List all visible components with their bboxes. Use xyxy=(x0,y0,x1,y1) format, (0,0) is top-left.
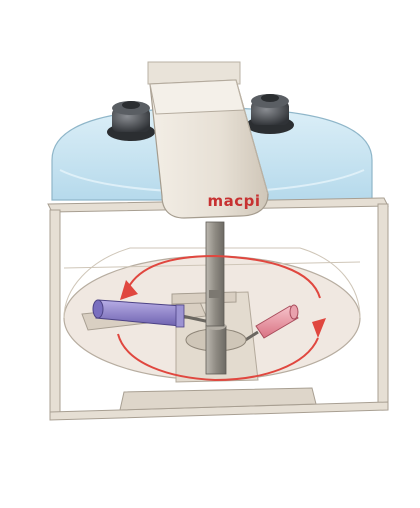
pneumatic-cylinder-icon xyxy=(92,299,211,328)
motor-head: macpi xyxy=(149,79,269,219)
pneumatic-cylinder-icon xyxy=(235,304,299,348)
brand-logo: macpi xyxy=(207,192,260,210)
main-shaft xyxy=(205,221,225,327)
curved-arrow-icon xyxy=(117,254,321,382)
cap-knob-icon xyxy=(246,94,294,134)
curved-arrow-icon xyxy=(120,280,326,338)
cap-knob-icon xyxy=(107,101,155,141)
